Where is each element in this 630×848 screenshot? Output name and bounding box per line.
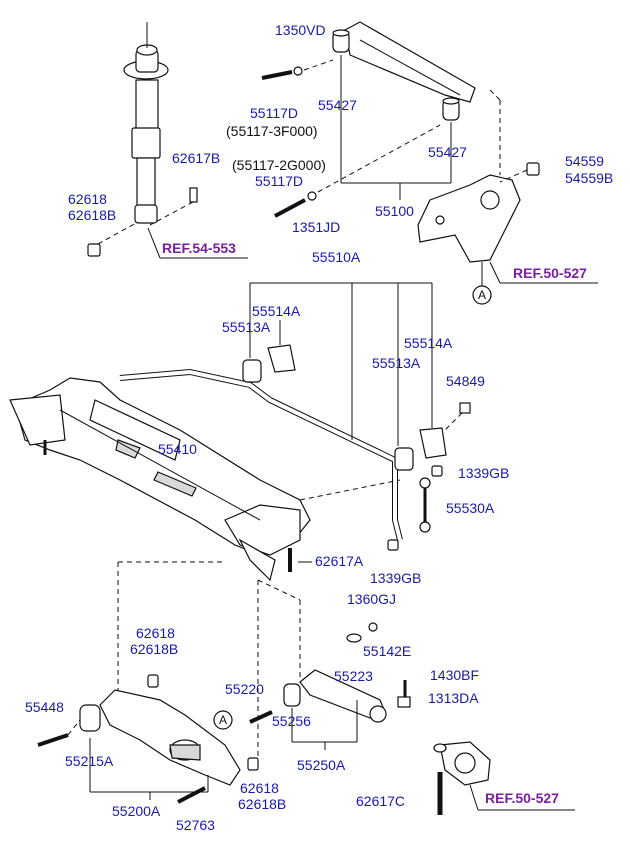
nut-62618-low [247,757,259,771]
bolt-55220 [249,710,273,724]
label-62618B-b: 62618B [130,641,178,657]
nut-1339GB-lower [387,539,399,551]
bolt-55448 [37,733,69,747]
nut-55142E [368,622,378,632]
knuckle [417,174,521,263]
bushing-55427-upper [332,29,350,53]
label-55510A: 55510A [312,249,361,265]
label-52763: 52763 [176,817,215,833]
label-55220: 55220 [225,681,264,697]
stabilizer-bar [119,368,403,541]
ref-50-527-bottom[interactable]: REF.50-527 [485,790,559,806]
washer-55223 [346,633,362,643]
bushing-55256 [283,683,301,707]
bushing-bracket [433,741,491,786]
bushing-55215A [79,704,101,732]
lower-arm-55250A [299,669,387,723]
label-62618-b: 62618 [136,625,175,641]
label-1339GB-a: 1339GB [458,465,509,481]
subframe-55410 [9,377,311,582]
label-55530A: 55530A [446,500,495,516]
label-55100: 55100 [375,203,414,219]
label-55427-b: 55427 [428,144,467,160]
label-55410: 55410 [158,441,197,457]
label-55223: 55223 [334,668,373,684]
label-55200A: 55200A [112,803,161,819]
upper-arm-55100 [344,21,476,103]
circle-a-top [472,285,492,305]
label-62618-c: 62618 [240,780,279,796]
label-55514A-a: 55514A [252,303,301,319]
label-1430BF: 1430BF [430,667,479,683]
nut-54559 [526,162,540,176]
label-55117-2G000: (55117-2G000) [232,157,326,173]
bolt-52763 [177,786,206,804]
shock-absorber [123,22,169,224]
nut-62618 [87,243,101,257]
label-62617A: 62617A [315,553,364,569]
bushing-55427-lower [442,97,460,121]
label-55250A: 55250A [297,757,346,773]
bolt-55117D-upper [261,66,303,80]
label-55117D-b: 55117D [255,173,303,189]
label-55117-3F000: (55117-3F000) [226,123,318,139]
lower-arm-55200A [99,689,241,786]
label-55513A-b: 55513A [372,355,421,371]
label-62617C: 62617C [356,793,405,809]
bushing-55513A-left [242,359,262,383]
bolt-54849 [459,402,471,414]
label-55514A-b: 55514A [404,335,453,351]
label-62617B: 62617B [172,150,220,166]
circle-a-bottom-label: A [219,713,227,727]
label-1313DA: 1313DA [428,690,479,706]
label-55513A-a: 55513A [222,319,271,335]
link-55530A [419,477,431,533]
ref-54-553[interactable]: REF.54-553 [162,240,236,256]
ref-50-527-top[interactable]: REF.50-527 [513,265,587,281]
label-55256: 55256 [272,713,311,729]
bolt-55117D-lower [274,191,317,218]
label-1351JD: 1351JD [292,219,340,235]
label-54559: 54559 [565,153,604,169]
label-1350VD: 1350VD [275,22,326,38]
circle-a-bottom [213,710,233,730]
circle-a-top-label: A [478,288,486,302]
bracket-55514A-right [419,427,447,459]
bolt-62617B [189,187,198,203]
nut-1339GB-upper [431,465,443,477]
label-55117D-a: 55117D [250,105,298,121]
label-1360GJ: 1360GJ [347,591,396,607]
bushing-55513A-right [394,447,414,471]
label-1339GB-b: 1339GB [370,570,421,586]
label-55448: 55448 [25,699,64,715]
label-55215A: 55215A [65,753,114,769]
nut-62618-mid [147,674,159,688]
label-54849: 54849 [446,373,485,389]
label-55142E: 55142E [363,643,411,659]
label-62618-a: 62618 [68,191,107,207]
bracket-55514A-left [267,344,296,373]
label-54559B: 54559B [565,170,613,186]
label-62618B-a: 62618B [68,207,116,223]
nut-1313DA [397,696,411,708]
label-62618B-c: 62618B [238,796,286,812]
label-55427-a: 55427 [318,97,357,113]
